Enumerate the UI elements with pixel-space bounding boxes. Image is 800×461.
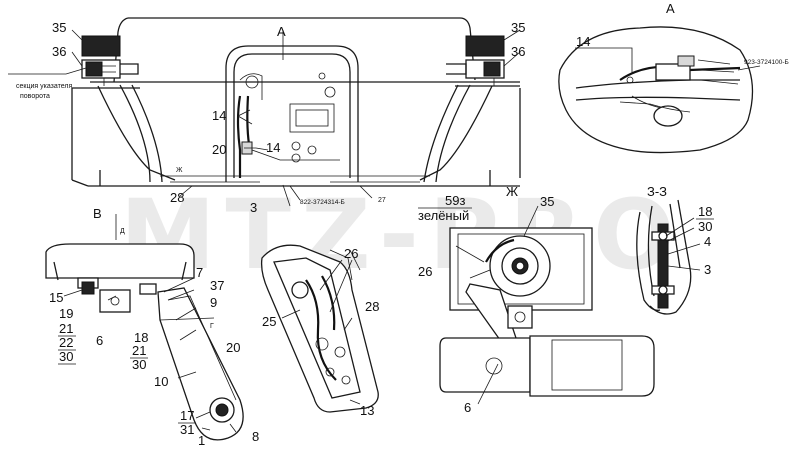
view-33-title: З-З	[647, 184, 667, 199]
view-v-label-10: 10	[154, 374, 168, 389]
label-35-left: 35	[52, 20, 66, 35]
note-line-1: секция указателя	[16, 83, 72, 90]
cab-top-outline	[128, 17, 476, 81]
view-g-label-13: 13	[360, 403, 374, 418]
view-v-label-19: 19	[59, 306, 73, 321]
label-14b: 14	[266, 140, 280, 155]
view-33-label-3: 3	[704, 262, 711, 277]
label-section-A: A	[277, 24, 286, 39]
view-g-label-26: 26	[344, 246, 358, 261]
label-3: 3	[250, 200, 257, 215]
view-v-label-22: 22	[59, 335, 73, 350]
wire-code: 59з	[445, 193, 465, 208]
view-v-label-15: 15	[49, 290, 63, 305]
label-14a: 14	[212, 108, 226, 123]
view-v-label-37: 37	[210, 278, 224, 293]
label-zh-mark: Ж	[176, 167, 183, 174]
watermark: MTZ-PRO	[120, 179, 685, 291]
view-zh-label-26: 26	[418, 264, 432, 279]
view-v-label-31: 31	[180, 422, 194, 437]
view-g: 26 25 28 13	[260, 244, 379, 418]
view-v-label-30b: 30	[132, 357, 146, 372]
view-v-label-8: 8	[252, 429, 259, 444]
view-v-label-g: Г	[210, 323, 214, 330]
view-zh-label-6: 6	[464, 400, 471, 415]
view-a: А 14 923-3724100-Б	[558, 1, 789, 154]
view-v-label-21: 21	[59, 321, 73, 336]
view-v-title: В	[93, 206, 102, 221]
label-20: 20	[212, 142, 226, 157]
label-28: 28	[170, 190, 184, 205]
view-a-outline	[558, 26, 754, 154]
main-view: 35 36 35 36 A 14 20 14 28 Ж 3 27 822-372…	[8, 17, 525, 215]
view-v-label-7: 7	[196, 265, 203, 280]
view-v-label-21b: 21	[132, 343, 146, 358]
view-zh-label-35: 35	[540, 194, 554, 209]
view-v-label-6: 6	[96, 333, 103, 348]
left-lamp-upper	[81, 35, 121, 57]
view-a-title: А	[666, 1, 675, 16]
label-35-right: 35	[511, 20, 525, 35]
view-g-housing	[260, 244, 379, 413]
label-27: 27	[378, 197, 386, 204]
view-v-d-mark: Д	[120, 228, 125, 235]
view-v-label-30: 30	[59, 349, 73, 364]
view-33-label-18: 18	[698, 204, 712, 219]
view-zh-title: Ж	[506, 184, 518, 199]
lamp-housing	[45, 243, 195, 279]
view-v: В Д 15 19 21 22 30 6 7 37 9 Г 18 21 30 2	[45, 206, 259, 448]
label-36-left: 36	[52, 44, 66, 59]
view-33: З-З 18 30 4 3	[636, 184, 714, 315]
view-a-label-14: 14	[576, 34, 590, 49]
view-v-label-1: 1	[198, 433, 205, 448]
view-zh: Ж 59з зелёный 35 26 6	[418, 184, 655, 415]
view-g-label-25: 25	[262, 314, 276, 329]
view-g-label-28: 28	[365, 299, 379, 314]
view-v-label-18: 18	[134, 330, 148, 345]
view-33-label-4: 4	[704, 234, 711, 249]
view-a-part-code: 923-3724100-Б	[744, 59, 789, 66]
view-v-label-17: 17	[180, 408, 194, 423]
view-v-label-9: 9	[210, 295, 217, 310]
view-v-label-20: 20	[226, 340, 240, 355]
rear-panel-frame	[225, 45, 359, 182]
label-36-right: 36	[511, 44, 525, 59]
wire-color: зелёный	[418, 208, 469, 223]
view-33-label-30: 30	[698, 219, 712, 234]
right-lamp-upper	[465, 35, 505, 57]
note-line-2: поворота	[20, 93, 50, 100]
part-code-main: 822-3724314-Б	[300, 199, 345, 206]
